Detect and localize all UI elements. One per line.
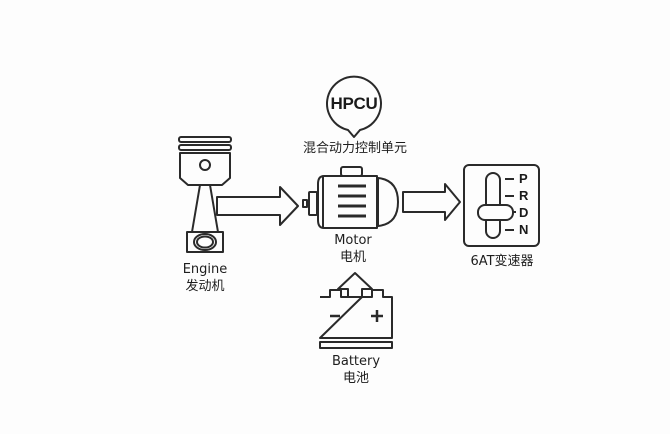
hpcu-label: 混合动力控制单元 [302,141,407,156]
gear-shifter-icon [463,164,540,247]
engine-label-cn: 发动机 [185,279,225,294]
battery-label-en: Battery [331,354,381,369]
arrow-motor-to-transmission [402,183,461,221]
battery-icon [319,272,393,349]
gear-d: D [519,205,529,220]
engine-label-en: Engine [182,262,228,277]
gear-n: N [519,222,529,237]
hpcu-bubble-icon [326,75,382,138]
hpcu-acronym: HPCU [330,94,378,113]
electric-motor-icon [302,166,399,229]
battery-label-cn: 电池 [342,371,369,386]
motor-label-en: Motor [334,233,372,248]
gear-r: R [519,188,529,203]
arrow-engine-to-motor [216,186,299,226]
piston-icon [178,136,232,253]
transmission-label: 6AT变速器 [470,254,534,269]
gear-p: P [519,171,528,186]
motor-label-cn: 电机 [339,250,366,265]
